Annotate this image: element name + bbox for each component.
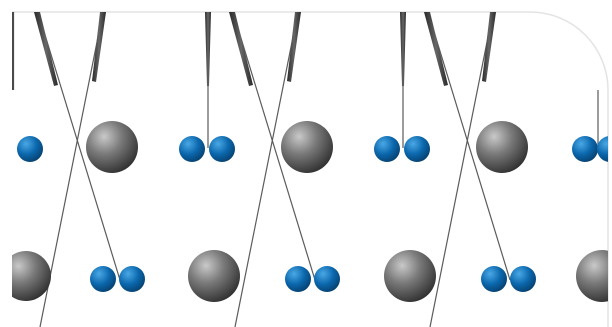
hanger-rod xyxy=(229,12,253,86)
gray-sphere xyxy=(384,250,436,302)
pendulum-group-3 xyxy=(374,12,536,327)
blue-sphere xyxy=(404,136,430,162)
hanger-rod xyxy=(205,12,211,86)
gray-sphere xyxy=(188,250,240,302)
pendulum-group-2 xyxy=(179,12,340,327)
blue-sphere xyxy=(481,266,507,292)
gray-sphere xyxy=(1,251,51,301)
hanger-rod xyxy=(287,12,301,82)
gray-sphere xyxy=(576,250,612,302)
hanger-rod xyxy=(92,12,106,82)
hanger-rod xyxy=(400,12,406,86)
blue-sphere xyxy=(179,136,205,162)
gray-sphere xyxy=(86,121,138,173)
blue-sphere xyxy=(510,266,536,292)
pendulum-group-4 xyxy=(572,90,612,302)
pendulum-group-1 xyxy=(1,12,145,327)
blue-sphere xyxy=(374,136,400,162)
gray-sphere xyxy=(281,121,333,173)
gray-sphere xyxy=(476,121,528,173)
hanger-rod xyxy=(482,12,496,82)
blue-sphere xyxy=(597,136,612,162)
blue-sphere xyxy=(285,266,311,292)
blue-sphere xyxy=(572,136,598,162)
hanger-rod xyxy=(34,12,58,86)
hanger-rod xyxy=(424,12,448,86)
blue-sphere xyxy=(17,136,43,162)
blue-sphere xyxy=(209,136,235,162)
blue-sphere xyxy=(119,266,145,292)
blue-sphere xyxy=(90,266,116,292)
blue-sphere xyxy=(314,266,340,292)
